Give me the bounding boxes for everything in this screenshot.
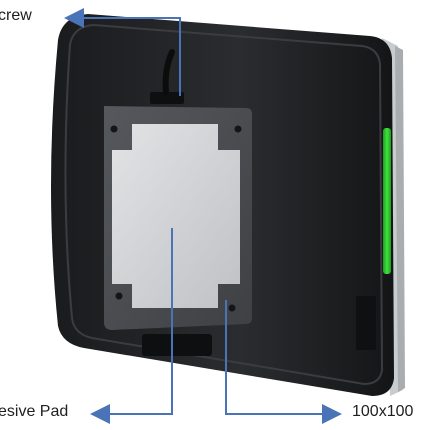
device-bevel (64, 23, 384, 386)
mount-hole (228, 304, 236, 312)
mount-hole (110, 125, 118, 133)
device-side-edge-shade (395, 46, 405, 392)
callout-label-vesa: 100x100 (352, 403, 414, 420)
cable (162, 49, 175, 95)
bottom-connector (142, 334, 212, 356)
top-connector (150, 92, 184, 104)
arrow-vesa (225, 300, 342, 424)
mount-hole (234, 125, 242, 133)
callout-label-adhesive-pad: esive Pad (0, 403, 69, 420)
status-led-strip (383, 128, 391, 274)
adhesive-pad (112, 124, 240, 308)
side-port (356, 296, 376, 350)
arrow-adhesive-pad (90, 228, 173, 424)
mount-hole (115, 292, 123, 300)
callout-label-screw: crew (0, 7, 32, 24)
arrow-screw (64, 8, 181, 96)
